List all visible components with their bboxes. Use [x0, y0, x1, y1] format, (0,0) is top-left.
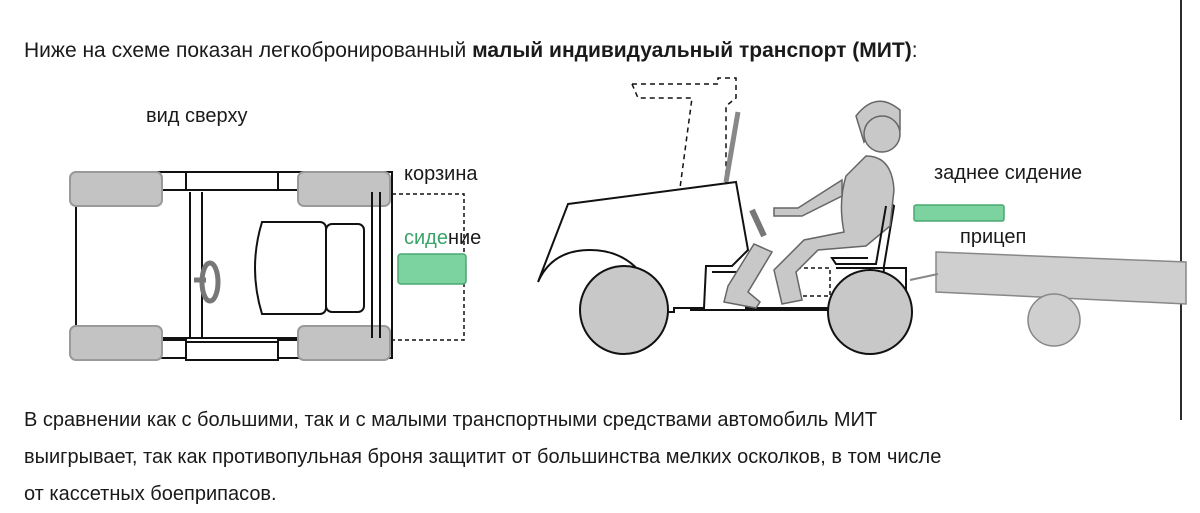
side-view-rear-wheel	[827, 269, 913, 355]
intro-sentence: Ниже на схеме показан легкобронированный…	[24, 36, 918, 66]
side-view-front-wheel	[579, 265, 669, 355]
seat-label-prefix: сиде	[404, 227, 448, 249]
top-view-basket-outline	[391, 193, 465, 341]
page-edge-rule	[1180, 0, 1182, 420]
top-view-wheel-front-right	[69, 325, 163, 361]
side-view-rear-seat-highlight	[913, 204, 1005, 222]
top-view-wheel-front-left	[69, 171, 163, 207]
top-view-drawing	[69, 171, 467, 361]
side-view-body	[537, 180, 750, 313]
top-view-rear-seat	[325, 223, 365, 313]
side-view-trailer	[909, 251, 1187, 347]
trailer-label: прицеп	[960, 226, 1027, 248]
top-view-top-bar	[185, 171, 279, 191]
top-view-seat-highlight	[397, 253, 467, 285]
top-view-steering-wheel	[199, 260, 221, 304]
intro-bold-term: малый индивидуальный транспорт (МИТ)	[472, 39, 912, 62]
body-line-1: В сравнении как с большими, так и с малы…	[24, 409, 878, 431]
side-view-driver-figure	[723, 100, 901, 309]
side-view-canopy-outline	[632, 77, 737, 186]
top-view-wheel-rear-left	[297, 171, 391, 207]
intro-tail: :	[911, 39, 918, 62]
top-view-title: вид сверху	[146, 105, 248, 127]
top-view-wheel-rear-right	[297, 325, 391, 361]
vehicle-diagram	[69, 77, 1187, 361]
seat-label: сидение	[404, 226, 481, 250]
body-paragraph: В сравнении как с большими, так и с малы…	[24, 402, 1164, 513]
rear-seat-label: заднее сидение	[934, 162, 1083, 184]
top-view-driver-seat	[254, 221, 327, 315]
intro-lead: Ниже на схеме показан легкобронированный	[24, 39, 473, 62]
side-view-drawing	[537, 77, 1187, 355]
body-line-3: от кассетных боеприпасов.	[24, 483, 277, 505]
top-view-chassis	[75, 189, 393, 339]
top-view-bottom-bar	[185, 341, 279, 361]
body-line-2: выигрывает, так как противопульная броня…	[24, 446, 942, 468]
seat-label-suffix: ние	[447, 227, 482, 249]
basket-label: корзина	[404, 163, 478, 185]
